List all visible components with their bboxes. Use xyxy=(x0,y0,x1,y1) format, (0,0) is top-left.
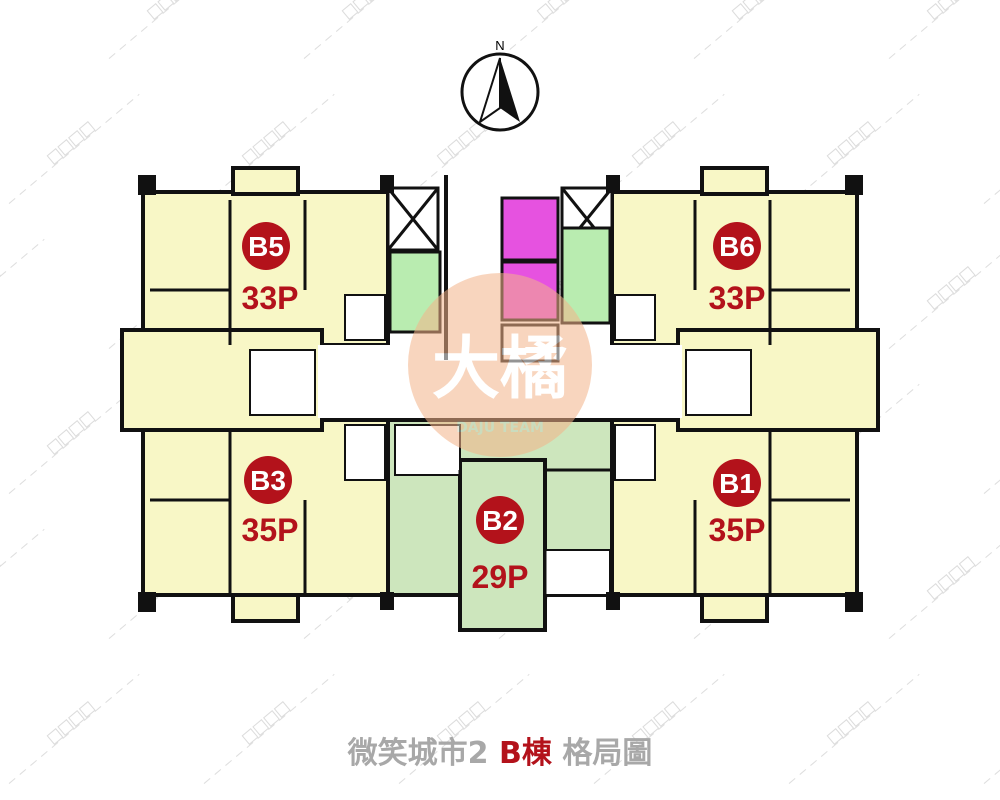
watermark-mark xyxy=(888,238,1000,349)
watermark-mark xyxy=(888,528,1000,639)
unit-label-b2: B2 29P xyxy=(472,496,529,595)
unit-id: B2 xyxy=(482,505,518,536)
watermark-mark xyxy=(983,383,1000,494)
watermark-mark xyxy=(0,528,45,639)
watermark-mark xyxy=(8,383,140,494)
watermark-mark xyxy=(398,673,530,784)
unit-badge xyxy=(242,222,290,270)
logo-watermark: 大橘 DAJU TEAM xyxy=(408,273,592,457)
watermark-mark xyxy=(693,0,825,59)
unit-label-b5: B5 33P xyxy=(242,222,299,316)
elevator-1 xyxy=(500,196,560,262)
watermark-mark xyxy=(788,673,920,784)
unit-size: 29P xyxy=(472,559,529,595)
watermark-mark xyxy=(203,93,335,204)
unit-badge xyxy=(244,456,292,504)
unit-size: 35P xyxy=(709,512,766,548)
watermark-mark xyxy=(203,673,335,784)
unit-badge xyxy=(476,496,524,544)
watermark-mark xyxy=(8,93,140,204)
unit-id: B6 xyxy=(719,231,755,262)
watermark-mark xyxy=(888,0,1000,59)
unit-size: 33P xyxy=(709,280,766,316)
logo-subtitle: DAJU TEAM xyxy=(456,420,544,436)
title-project: 微笑城市2 xyxy=(347,736,489,771)
watermark-mark xyxy=(983,93,1000,204)
unit-badge xyxy=(713,459,761,507)
unit-size: 35P xyxy=(242,512,299,548)
unit-id: B1 xyxy=(719,468,755,499)
unit-label-b3: B3 35P xyxy=(242,456,299,548)
logo-text: 大橘 xyxy=(432,330,568,409)
watermark-mark xyxy=(593,673,725,784)
watermark-mark xyxy=(498,0,630,59)
unit-label-b6: B6 33P xyxy=(709,222,766,316)
unit-badge xyxy=(713,222,761,270)
watermark-mark xyxy=(303,0,435,59)
compass-label: N xyxy=(495,38,504,53)
watermark-mark xyxy=(0,0,45,59)
unit-id: B3 xyxy=(250,465,286,496)
unit-size: 33P xyxy=(242,280,299,316)
watermark-mark xyxy=(0,238,45,349)
page-title: 微笑城市2 B棟 格局圖 xyxy=(0,728,1000,772)
watermark-mark xyxy=(8,673,140,784)
north-compass: N xyxy=(460,38,540,132)
title-suffix: 格局圖 xyxy=(562,736,653,771)
title-building: B棟 xyxy=(499,736,552,771)
watermark-mark xyxy=(788,93,920,204)
unit-id: B5 xyxy=(248,231,284,262)
watermark-mark xyxy=(108,0,240,59)
